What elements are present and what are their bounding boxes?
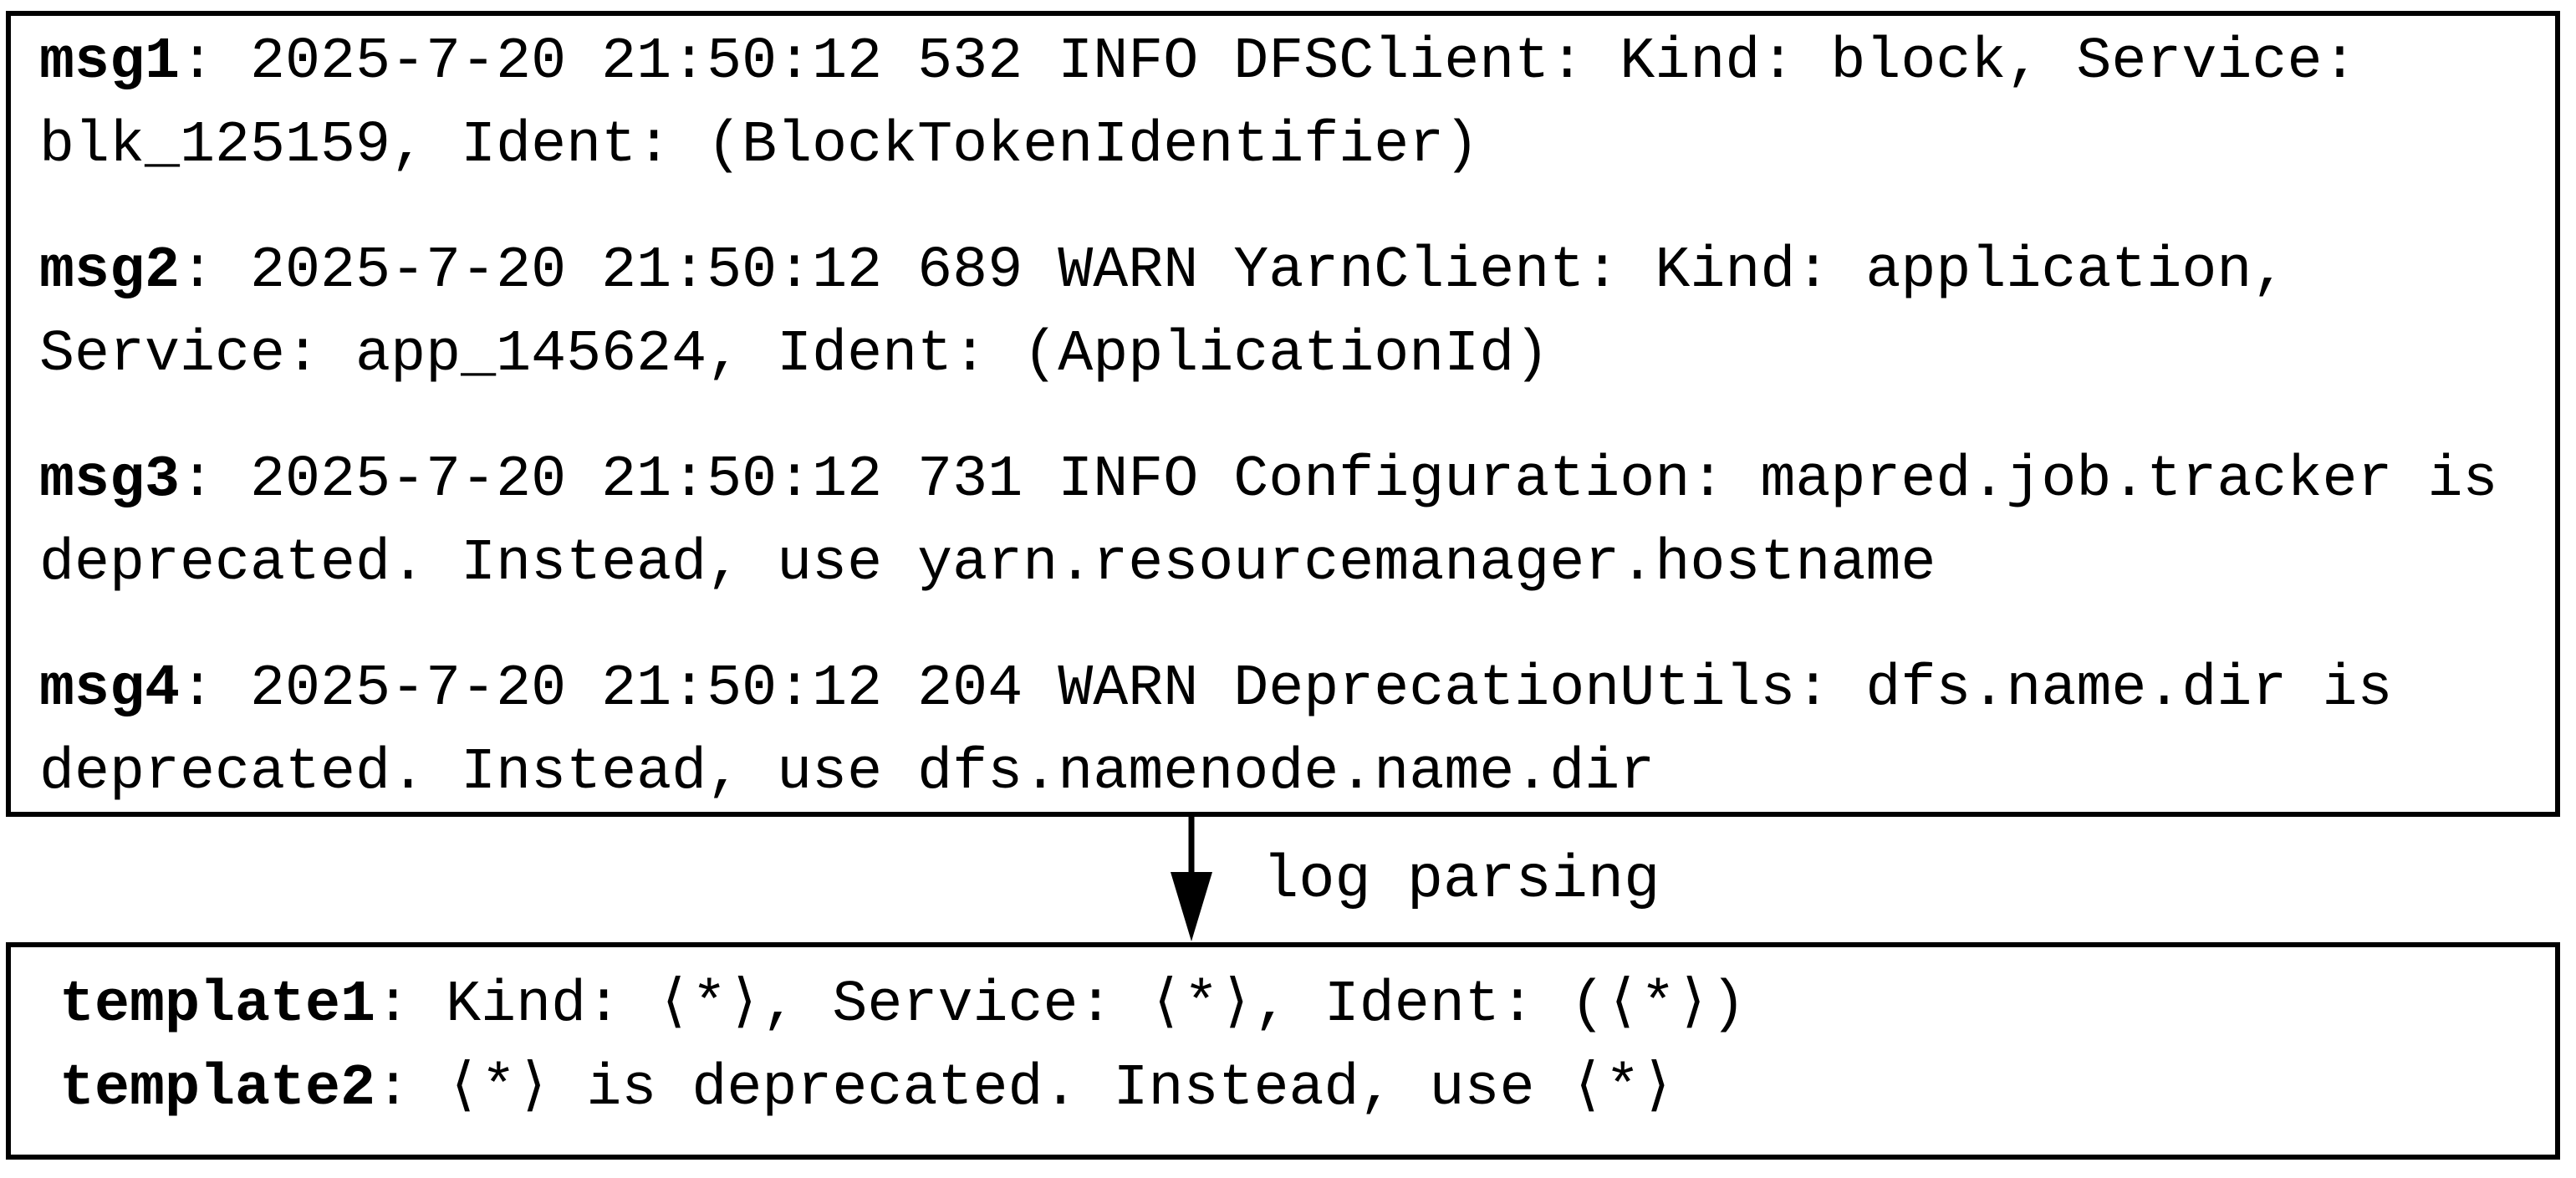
log-message-3: msg3: 2025-7-20 21:50:12 731 INFO Config… <box>39 439 2535 606</box>
log-message-2-text: : 2025-7-20 21:50:12 689 WARN YarnClient… <box>39 238 2288 388</box>
template-1-label: template1 <box>59 972 376 1038</box>
template-1-text: : Kind: ⟨*⟩, Service: ⟨*⟩, Ident: (⟨*⟩) <box>375 972 1747 1038</box>
template-2-text: : ⟨*⟩ is deprecated. Instead, use ⟨*⟩ <box>375 1056 1676 1122</box>
log-message-4: msg4: 2025-7-20 21:50:12 204 WARN Deprec… <box>39 648 2535 815</box>
templates-box: template1: Kind: ⟨*⟩, Service: ⟨*⟩, Iden… <box>6 942 2560 1160</box>
arrow-label: log parsing <box>1262 846 1660 915</box>
down-arrow-icon <box>1171 817 1212 941</box>
log-message-2-label: msg2 <box>39 238 181 304</box>
log-message-1-text: : 2025-7-20 21:50:12 532 INFO DFSClient:… <box>39 29 2358 179</box>
log-message-2: msg2: 2025-7-20 21:50:12 689 WARN YarnCl… <box>39 230 2535 397</box>
template-2-label: template2 <box>59 1056 376 1122</box>
log-message-1-label: msg1 <box>39 29 181 95</box>
log-message-4-label: msg4 <box>39 656 181 722</box>
log-message-4-text: : 2025-7-20 21:50:12 204 WARN Deprecatio… <box>39 656 2393 806</box>
log-parsing-arrow <box>1162 817 1221 942</box>
log-message-1: msg1: 2025-7-20 21:50:12 532 INFO DFSCli… <box>39 21 2535 188</box>
template-1: template1: Kind: ⟨*⟩, Service: ⟨*⟩, Iden… <box>59 964 2535 1048</box>
log-message-3-text: : 2025-7-20 21:50:12 731 INFO Configurat… <box>39 447 2498 597</box>
template-2: template2: ⟨*⟩ is deprecated. Instead, u… <box>59 1048 2535 1131</box>
raw-log-messages-box: msg1: 2025-7-20 21:50:12 532 INFO DFSCli… <box>6 11 2560 817</box>
log-message-3-label: msg3 <box>39 447 181 513</box>
